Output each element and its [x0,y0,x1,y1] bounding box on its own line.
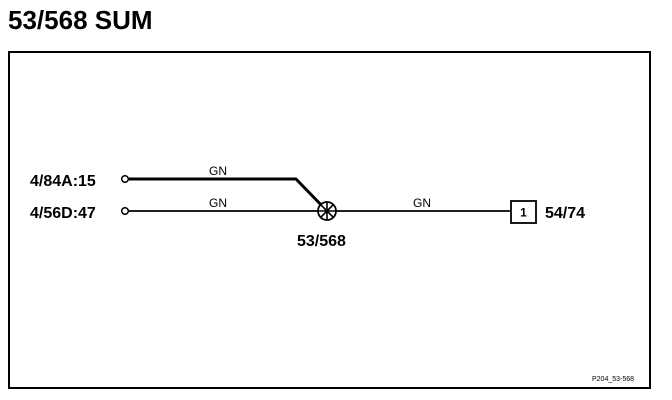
diagram-reference: P204_53-568 [592,376,634,383]
pin-terminal-upper [120,174,130,184]
splice-label: 53/568 [297,233,346,250]
connector-label: 54/74 [545,205,585,222]
diagram-frame [8,51,651,389]
wire-color-label-output: GN [413,196,431,210]
wire-color-label-lower: GN [209,196,227,210]
pin-label-lower: 4/56D:47 [30,205,96,222]
connector-box [510,200,537,224]
splice-icon [317,201,337,221]
page-title: 53/568 SUM [8,5,153,35]
pin-label-upper: 4/84A:15 [30,173,96,190]
wire-color-label-upper: GN [209,164,227,178]
connector-pin-number: 1 [520,206,527,220]
wire-upper [129,177,329,213]
pin-terminal-lower [120,206,130,216]
